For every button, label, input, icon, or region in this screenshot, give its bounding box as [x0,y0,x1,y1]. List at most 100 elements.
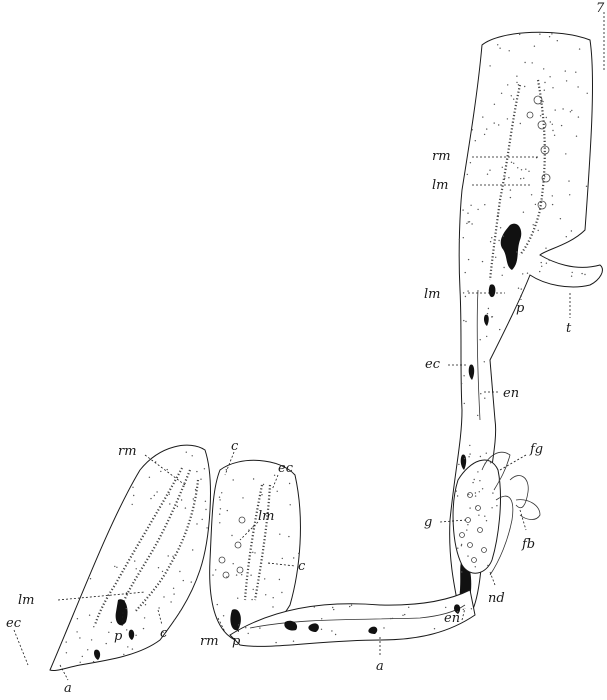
stipple-dot [226,576,227,577]
stipple-dot [566,236,567,237]
label-en-mid: en [503,386,519,401]
stipple-dot [521,169,522,170]
stipple-dot [463,292,464,293]
stipple-dot [480,456,481,457]
stipple-dot [458,464,459,465]
stipple-dot [535,204,536,205]
stipple-dot [149,477,150,478]
label-ec-mid: ec [425,357,441,372]
stipple-dot [475,495,476,496]
label-rm-top: rm [432,149,451,164]
stipple-dot [463,320,464,321]
stipple-dot [253,526,254,527]
stipple-dot [494,104,495,105]
stipple-dot [488,308,489,309]
stipple-dot [314,606,315,607]
stipple-dot [497,44,498,45]
stipple-dot [498,240,499,241]
stipple-dot [220,508,221,509]
stipple-dot [475,566,476,567]
stipple-dot [457,495,458,496]
stipple-dot [503,267,504,268]
label-lm-left: lm [18,593,35,608]
stipple-dot [544,90,545,91]
stipple-dot [477,471,478,472]
stipple-dot [459,239,460,240]
stipple-dot [579,48,580,49]
stipple-dot [528,171,529,172]
stipple-dot [251,599,252,600]
stipple-dot [274,475,275,476]
stipple-dot [539,34,540,35]
stipple-dot [160,471,161,472]
stipple-dot [461,544,462,545]
stipple-dot [477,415,478,416]
stipple-dot [513,99,514,100]
stipple-dot [158,607,159,608]
stipple-dot [170,601,171,602]
stipple-dot [145,604,146,605]
stipple-dot [517,167,518,168]
stipple-dot [135,635,136,636]
stipple-dot [546,263,547,264]
stipple-dot [219,499,220,500]
stipple-dot [484,398,485,399]
label-lm-top: lm [432,178,449,193]
label-t: t [566,321,572,336]
stipple-dot [504,178,505,179]
stipple-dot [550,121,551,122]
stipple-dot [511,95,512,96]
stipple-dot [499,48,500,49]
label-c-left: c [160,626,168,641]
stipple-dot [263,484,264,485]
stipple-dot [219,514,220,515]
stipple-dot [351,605,352,606]
stipple-dot [127,646,128,647]
stipple-dot [509,50,510,51]
label-c-center-top: c [231,439,239,454]
stipple-dot [293,641,294,642]
stipple-dot [461,545,462,546]
stipple-dot [169,494,170,495]
stipple-dot [231,535,232,536]
stipple-dot [475,492,476,493]
label-lm-mid: lm [424,287,441,302]
stipple-dot [487,313,488,314]
stipple-dot [212,574,213,575]
stipple-dot [279,534,280,535]
stipple-dot [321,629,322,630]
stipple-dot [570,111,571,112]
stipple-dot [237,598,238,599]
stipple-dot [469,221,470,222]
stipple-dot [163,596,164,597]
label-p-left: p [114,629,123,644]
label-en-low: en [444,611,460,626]
stipple-dot [252,552,253,553]
stipple-dot [136,568,137,569]
stipple-dot [242,497,243,498]
stipple-dot [499,329,500,330]
stipple-dot [482,488,483,489]
label-fb: fb [521,537,535,552]
stipple-dot [513,163,514,164]
stipple-dot [219,497,220,498]
stipple-dot [93,626,94,627]
stipple-dot [489,170,490,171]
stipple-dot [462,209,463,210]
stipple-dot [434,628,435,629]
stipple-dot [254,552,255,553]
stipple-dot [76,631,77,632]
stipple-dot [236,574,237,575]
stipple-dot [487,565,488,566]
stipple-dot [467,213,468,214]
stipple-dot [468,221,469,222]
stipple-dot [467,290,468,291]
stipple-dot [226,469,227,470]
stipple-dot [335,634,336,635]
stipple-dot [404,614,405,615]
stipple-dot [279,579,280,580]
stipple-dot [534,46,535,47]
stipple-dot [479,491,480,492]
stipple-dot [204,468,205,469]
stipple-dot [289,483,290,484]
